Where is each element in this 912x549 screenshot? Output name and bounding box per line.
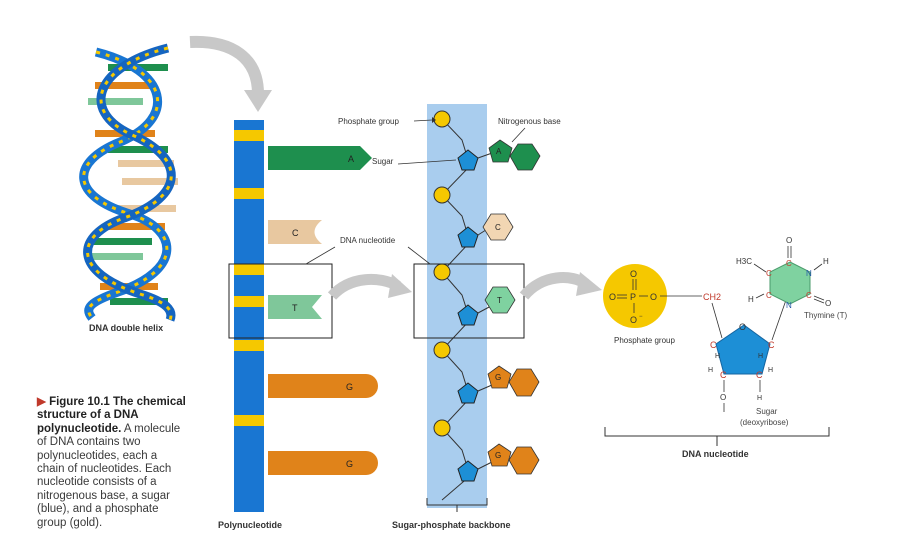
deoxyribose-label: (deoxyribose) — [740, 418, 789, 427]
sugar-phosphate-backbone: A C T G G — [413, 104, 541, 512]
caption-title: The chemical structure of a DNA polynucl… — [37, 396, 186, 435]
svg-text:C: C — [766, 291, 772, 300]
backbone-bracket — [426, 498, 488, 512]
ch2-label: CH2 — [703, 292, 721, 302]
svg-text:H: H — [708, 367, 713, 374]
svg-text:C: C — [768, 340, 775, 350]
svg-text:T: T — [292, 303, 298, 313]
svg-text:O: O — [786, 236, 792, 245]
backbone-band — [427, 104, 487, 508]
svg-text:O: O — [739, 322, 746, 332]
svg-text:O: O — [650, 292, 657, 302]
svg-text:G: G — [346, 382, 353, 392]
strand-nucleotide-box — [228, 263, 333, 339]
svg-text:C: C — [756, 370, 763, 380]
svg-text:G: G — [495, 373, 501, 382]
svg-text:C: C — [720, 370, 727, 380]
nucleotide-bracket — [604, 427, 830, 446]
thymine-label: Thymine (T) — [804, 311, 847, 320]
svg-text:N: N — [786, 301, 792, 310]
svg-text:H: H — [715, 353, 720, 360]
caption-body: A molecule of DNA contains two polynucle… — [37, 422, 181, 529]
svg-text:P: P — [630, 292, 636, 302]
polynucleotide-label: Polynucleotide — [218, 520, 282, 530]
phosphate-group-label: Phosphate group — [614, 336, 675, 345]
backbone-base-g2 — [487, 443, 512, 467]
backbone-base-g1 — [487, 365, 512, 389]
callout-phosphate-group: Phosphate group — [338, 117, 399, 126]
svg-text:H: H — [823, 257, 829, 266]
strand-base-a — [268, 146, 372, 170]
svg-text:N: N — [806, 269, 812, 278]
arrow-helix-to-strand — [189, 35, 264, 95]
svg-text:−: − — [639, 314, 643, 320]
svg-text:C: C — [710, 340, 717, 350]
thymine-ring — [769, 261, 811, 305]
helix-label: DNA double helix — [89, 323, 163, 333]
phosphate-circle — [603, 264, 667, 328]
svg-text:G: G — [495, 451, 501, 460]
strand-base-g2 — [268, 451, 378, 475]
callout-sugar: Sugar — [372, 157, 394, 166]
svg-text:O: O — [630, 315, 637, 325]
svg-text:A: A — [496, 147, 502, 156]
svg-text:H: H — [757, 395, 762, 402]
svg-text:A: A — [348, 154, 354, 164]
caption-marker-icon: ▶ — [37, 396, 46, 408]
svg-text:O: O — [630, 269, 637, 279]
svg-text:G: G — [346, 459, 353, 469]
backbone-base-c — [482, 213, 514, 241]
svg-text:O: O — [720, 393, 726, 402]
arrow-strand-to-backbone — [327, 273, 401, 300]
strand-base-t — [268, 295, 322, 319]
backbone-base-t — [484, 286, 516, 314]
strand-base-c — [268, 220, 322, 244]
svg-text:C: C — [806, 291, 812, 300]
backbone-nucleotide-box — [413, 263, 525, 339]
deoxyribose-ring — [715, 324, 771, 375]
sugar-label: Sugar — [756, 407, 778, 416]
backbone-base-a — [488, 139, 513, 163]
svg-text:O: O — [825, 299, 831, 308]
svg-text:C: C — [786, 259, 792, 268]
svg-text:H: H — [768, 367, 773, 374]
svg-text:O: O — [609, 292, 616, 302]
svg-text:C: C — [495, 223, 501, 232]
figure-caption: ▶ Figure 10.1 The chemical structure of … — [37, 396, 187, 530]
strand-backbone — [234, 120, 264, 512]
dna-double-helix — [79, 43, 178, 322]
callout-dna-nucleotide: DNA nucleotide — [340, 236, 396, 245]
polynucleotide-strand: A C T G G — [228, 120, 378, 512]
backbone-label: Sugar-phosphate backbone — [392, 520, 511, 530]
caption-number: Figure 10.1 — [49, 396, 110, 408]
svg-text:T: T — [497, 296, 502, 305]
phosphate-circles — [433, 110, 451, 437]
sugar-pentagons — [457, 149, 479, 482]
svg-text:C: C — [292, 228, 299, 238]
nucleotide-structure: O O P O O − Phosphate group CH2 O C C C … — [603, 236, 847, 446]
svg-text:H: H — [748, 295, 754, 304]
dna-nucleotide-label: DNA nucleotide — [682, 449, 749, 459]
strand-base-g1 — [268, 374, 378, 398]
methyl-group: H3C — [736, 257, 752, 266]
svg-text:C: C — [766, 269, 772, 278]
svg-text:H: H — [758, 353, 763, 360]
callout-nitrogenous-base: Nitrogenous base — [498, 117, 561, 126]
